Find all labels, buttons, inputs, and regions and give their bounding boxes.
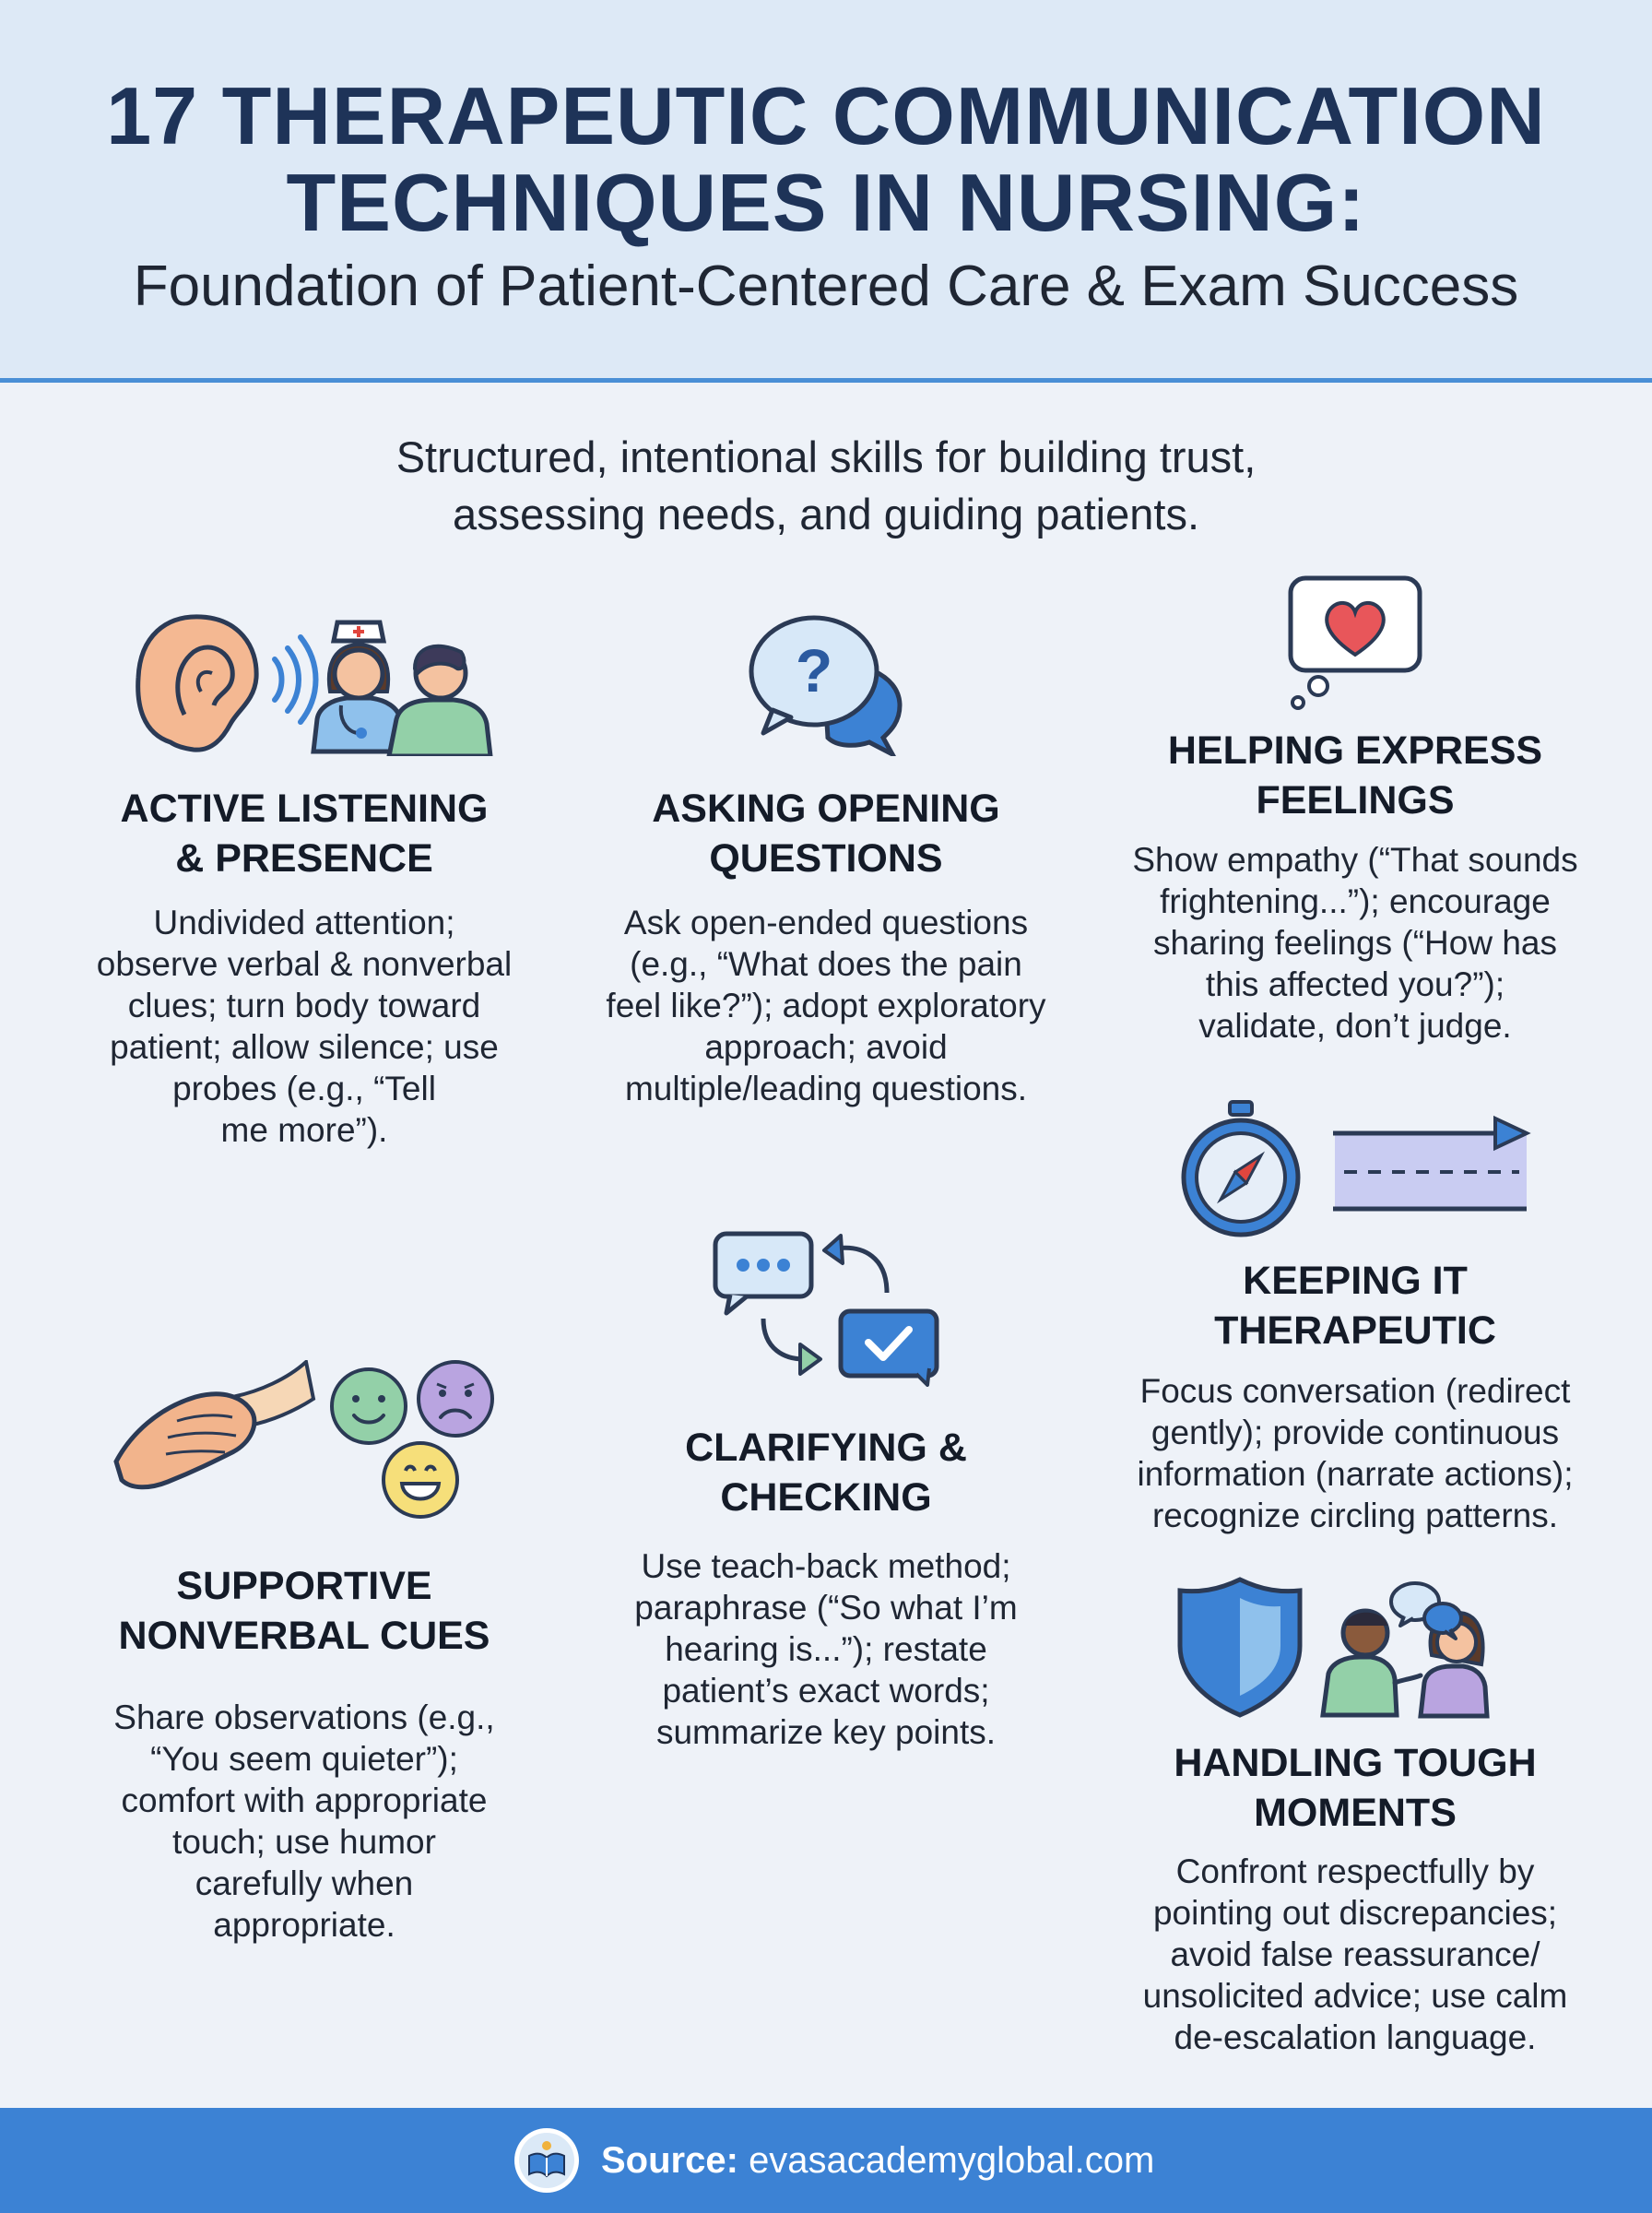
active-listening-title: ACTIVE LISTENING & PRESENCE — [120, 787, 489, 881]
opening-questions-body: Ask open-ended questions (e.g., “What do… — [606, 904, 1046, 1107]
shield-icon — [1177, 1577, 1303, 1718]
clarifying-icons — [713, 1231, 939, 1387]
tough-moments-title: HANDLING TOUGH MOMENTS — [1174, 1741, 1537, 1835]
page-subtitle: Foundation of Patient-Centered Care & Ex… — [133, 254, 1519, 318]
checkmark-bubble-icon — [838, 1308, 939, 1387]
express-feelings-body: Show empathy (“That sounds frightening..… — [1132, 841, 1578, 1045]
dashed-arrow-icon — [1333, 1115, 1531, 1212]
svg-text:?: ? — [796, 636, 832, 704]
conversation-people-icon — [1320, 1581, 1490, 1719]
compass-icon — [1181, 1100, 1301, 1237]
footer-bar: Source: evasacademyglobal.com — [0, 2108, 1652, 2213]
patient-icon — [386, 644, 493, 756]
keeping-therapeutic-body: Focus conversation (redirect gently); pr… — [1137, 1372, 1574, 1534]
keeping-therapeutic-title: KEEPING IT THERAPEUTIC — [1214, 1259, 1496, 1353]
nonverbal-body: Share observations (e.g., “You seem quie… — [113, 1698, 495, 1944]
tough-moments-icons — [1177, 1577, 1490, 1719]
clarifying-body: Use teach-back method; paraphrase (“So w… — [634, 1547, 1018, 1751]
emotion-faces-icon — [330, 1360, 494, 1519]
active-listening-body: Undivided attention; observe verbal & no… — [96, 904, 513, 1149]
intro-line2: assessing needs, and guiding patients. — [452, 490, 1199, 538]
express-feelings-title: HELPING EXPRESS FEELINGS — [1167, 728, 1543, 822]
footer-source-link[interactable]: evasacademyglobal.com — [749, 2140, 1155, 2181]
heart-thought-bubble-icon — [1288, 575, 1422, 710]
nurse-icon — [311, 620, 407, 754]
keeping-therapeutic-icons — [1181, 1100, 1531, 1237]
footer-source-label: Source: — [601, 2140, 738, 2181]
opening-questions-title: ASKING OPENING QUESTIONS — [652, 787, 1000, 881]
book-logo-icon — [514, 2128, 579, 2193]
intro-line1: Structured, intentional skills for build… — [395, 432, 1257, 481]
nonverbal-title: SUPPORTIVE NONVERBAL CUES — [118, 1564, 490, 1658]
page-title-line2: TECHNIQUES IN NURSING: — [286, 157, 1366, 248]
page-title-line1: 17 THERAPEUTIC COMMUNICATION — [106, 70, 1546, 161]
holding-hands-icon — [113, 1360, 316, 1490]
intro-text: Structured, intentional skills for build… — [0, 429, 1652, 543]
question-bubble-icon: ? — [749, 615, 903, 756]
ear-icon — [136, 614, 259, 752]
nonverbal-icons — [113, 1360, 494, 1519]
footer-source: Source: evasacademyglobal.com — [601, 2136, 1154, 2185]
sound-waves-icon — [272, 634, 319, 725]
tough-moments-body: Confront respectfully by pointing out di… — [1142, 1852, 1568, 2056]
active-listening-icons — [136, 614, 493, 756]
header-banner: 17 THERAPEUTIC COMMUNICATION TECHNIQUES … — [0, 0, 1652, 383]
chat-exchange-icon — [713, 1231, 890, 1376]
clarifying-title: CLARIFYING & CHECKING — [685, 1426, 967, 1520]
